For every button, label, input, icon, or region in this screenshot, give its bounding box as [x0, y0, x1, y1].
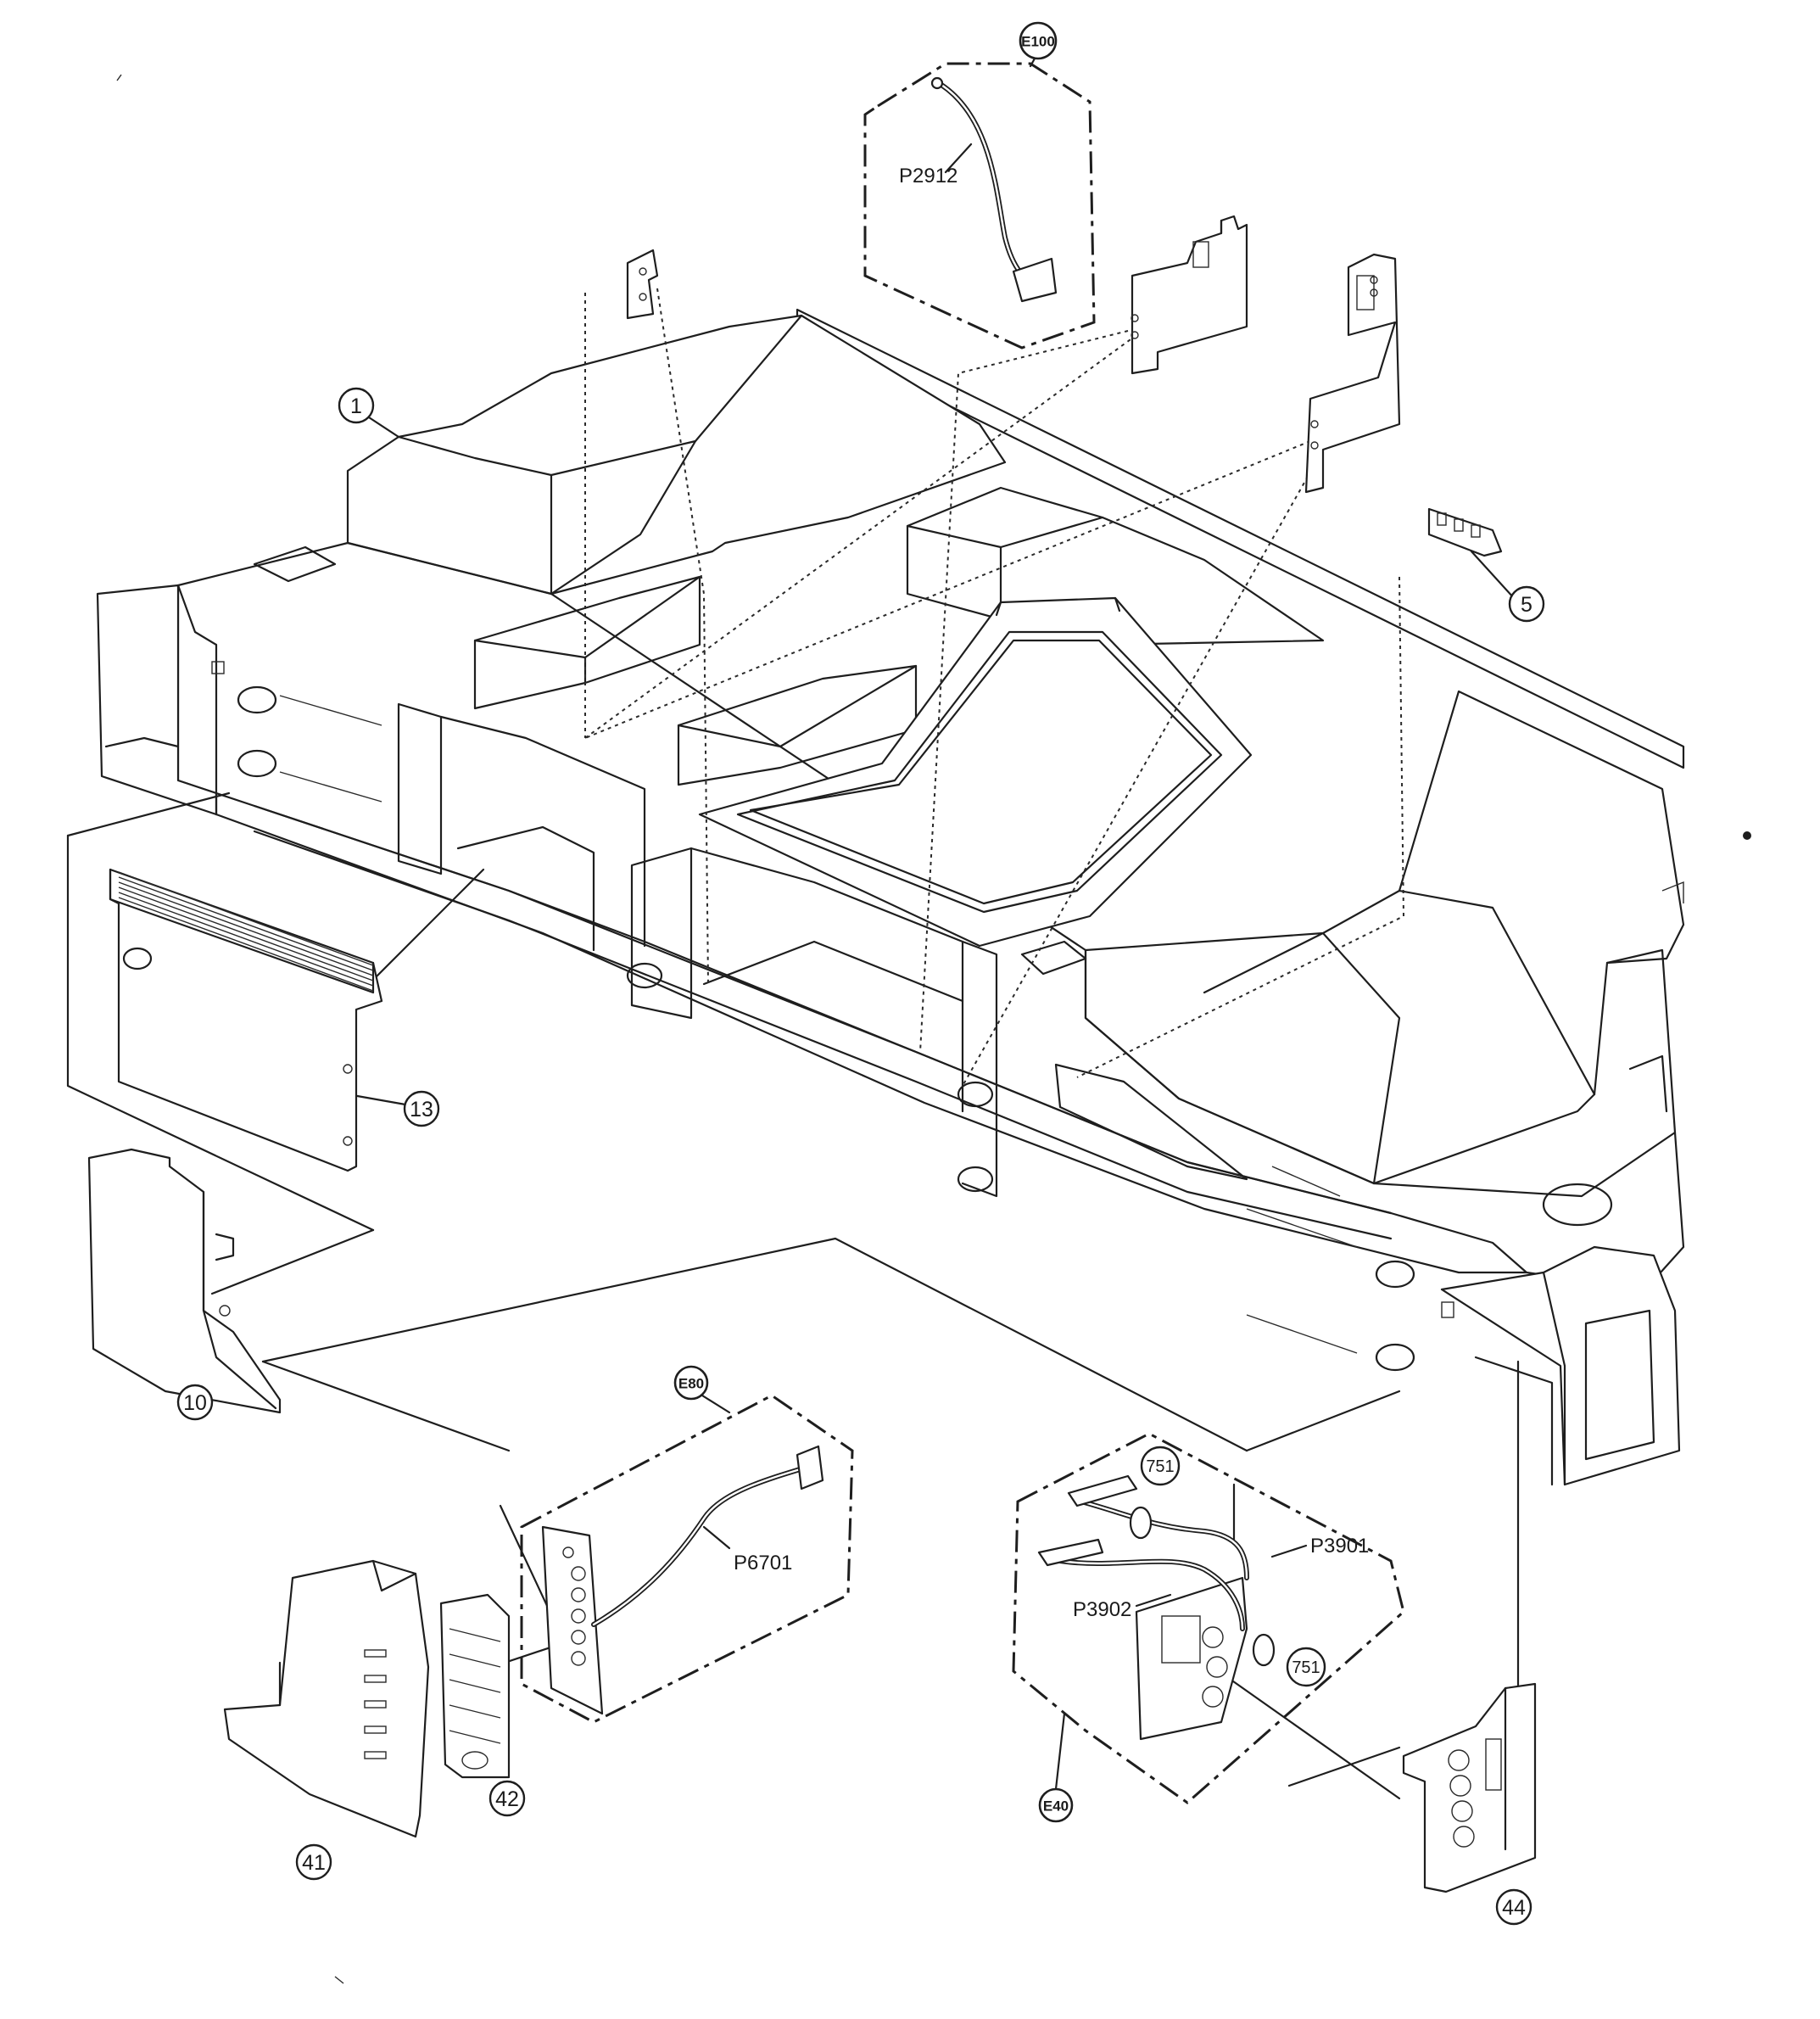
assembly-tag-e40: E40: [1038, 1787, 1074, 1823]
mount-plate-right-a: [1131, 215, 1248, 375]
callout-10: 10: [176, 1384, 214, 1421]
assembly-label-e40: E40: [1043, 1798, 1069, 1815]
wire-label-p3902: P3902: [1073, 1598, 1131, 1621]
callout-41: 41: [295, 1843, 332, 1881]
side-cover-10: [87, 1148, 282, 1414]
terminal-strip-5: [1427, 507, 1503, 557]
assembly-tag-e80: E80: [673, 1365, 709, 1401]
callout-label-13: 13: [410, 1098, 433, 1121]
jack-bracket-42: [439, 1593, 511, 1779]
callout-1: 1: [338, 387, 375, 424]
callout-label-751-upper: 751: [1146, 1457, 1174, 1476]
assembly-label-e100: E100: [1021, 34, 1055, 50]
mount-plate-right-b: [1304, 253, 1401, 494]
assembly-e80-group: P6701: [520, 1394, 854, 1724]
callout-42: 42: [488, 1780, 526, 1817]
front-cover-41: [223, 1559, 430, 1838]
jack-panel-44: [1402, 1682, 1537, 1893]
callout-44: 44: [1495, 1888, 1532, 1926]
callout-label-44: 44: [1502, 1896, 1526, 1920]
callout-5: 5: [1508, 585, 1545, 623]
louvered-panel-13: [109, 868, 383, 1172]
callout-751-lower: 751: [1286, 1647, 1326, 1687]
callout-label-1: 1: [350, 394, 362, 418]
callout-label-5: 5: [1521, 593, 1532, 617]
assembly-e100-group: P2912: [863, 62, 1096, 350]
assembly-tag-e100: E100: [1019, 21, 1058, 60]
main-cabinet-frame: [96, 308, 1685, 1486]
scan-specks: [116, 74, 1751, 1984]
callout-13: 13: [403, 1090, 440, 1127]
callout-label-10: 10: [183, 1391, 207, 1415]
callout-751-upper: 751: [1140, 1446, 1181, 1486]
top-mount-bracket: [626, 249, 659, 320]
assembly-e40-group: P3901 P3902: [1012, 1432, 1405, 1804]
callout-label-42: 42: [495, 1787, 519, 1811]
callout-label-41: 41: [302, 1851, 326, 1875]
assembly-label-e80: E80: [678, 1376, 704, 1392]
callout-label-751-lower: 751: [1292, 1658, 1320, 1677]
wire-label-p3901: P3901: [1310, 1535, 1369, 1558]
wire-label-p6701: P6701: [734, 1552, 792, 1574]
